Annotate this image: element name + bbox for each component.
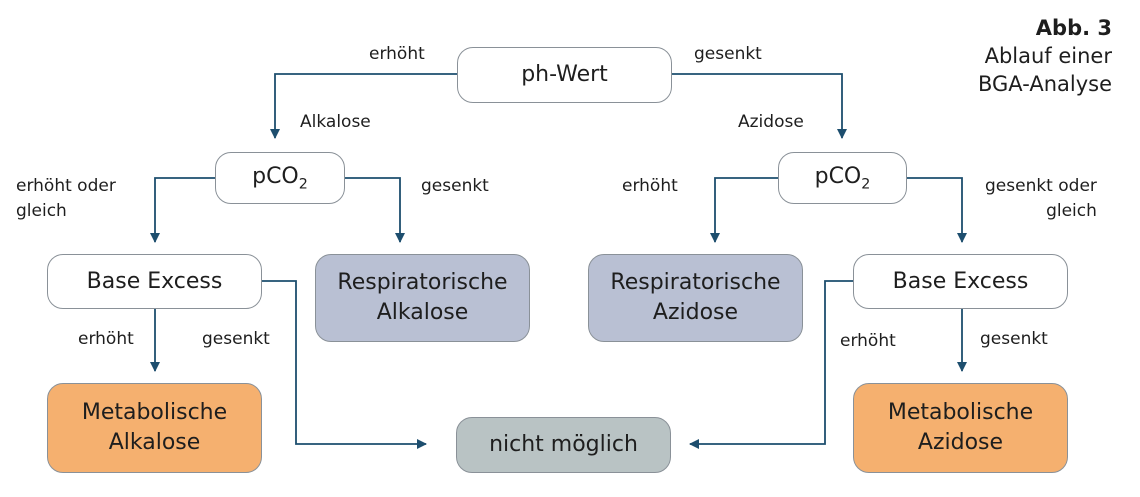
figure-caption: Abb. 3 Ablauf einer BGA-Analyse bbox=[978, 14, 1112, 98]
node-base-excess-left-label: Base Excess bbox=[86, 268, 223, 294]
label-pco2r-gesenkt-oder-gleich: gesenkt oder gleich bbox=[985, 174, 1097, 223]
arrow-ber-to-none bbox=[689, 280, 853, 449]
node-pco2-right-label: pCO2 bbox=[815, 162, 871, 195]
arrow-pco2l-to-resp-alk bbox=[345, 177, 405, 243]
figure-title-line1: Ablauf einer bbox=[984, 44, 1112, 69]
meta-alk-text: Metabolische Alkalose bbox=[82, 398, 227, 457]
label-pco2l-left-line1: erhöht oder bbox=[16, 176, 116, 196]
label-pco2r-erhoeht: erhöht bbox=[622, 176, 678, 196]
meta-azi-line2: Azidose bbox=[917, 430, 1004, 455]
node-pco2-right: pCO2 bbox=[778, 152, 907, 204]
label-ph-gesenkt: gesenkt bbox=[694, 44, 762, 64]
resp-alk-line2: Alkalose bbox=[376, 300, 469, 325]
arrow-bel-to-none bbox=[262, 280, 427, 449]
node-metabolische-alkalose: Metabolische Alkalose bbox=[47, 383, 262, 473]
node-metabolische-azidose: Metabolische Azidose bbox=[853, 383, 1068, 473]
label-pco2l-erhoeht-oder-gleich: erhöht oder gleich bbox=[16, 174, 116, 223]
resp-azi-line1: Respiratorische bbox=[610, 270, 781, 296]
pco2-left-sub: 2 bbox=[298, 176, 308, 193]
node-nicht-moeglich: nicht möglich bbox=[456, 417, 671, 473]
arrow-pco2r-to-be-right bbox=[907, 177, 967, 243]
label-pco2l-gesenkt: gesenkt bbox=[421, 176, 489, 196]
arrow-ph-to-pco2-left bbox=[270, 73, 457, 139]
arrow-ph-to-pco2-right bbox=[672, 73, 847, 139]
label-ph-erhoeht: erhöht bbox=[369, 44, 425, 64]
resp-azi-line2: Azidose bbox=[652, 300, 739, 325]
node-base-excess-left: Base Excess bbox=[47, 254, 262, 309]
node-ph-wert-label: ph-Wert bbox=[521, 62, 608, 88]
label-ber-gesenkt: gesenkt bbox=[980, 329, 1048, 349]
label-ber-erhoeht: erhöht bbox=[840, 331, 896, 351]
node-respiratorische-azidose: Respiratorische Azidose bbox=[588, 254, 803, 342]
meta-azi-text: Metabolische Azidose bbox=[888, 398, 1033, 457]
pco2-right-sub: 2 bbox=[861, 176, 871, 193]
meta-alk-line2: Alkalose bbox=[108, 430, 201, 455]
label-alkalose: Alkalose bbox=[300, 112, 371, 132]
node-ph-wert: ph-Wert bbox=[457, 47, 672, 103]
figure-number: Abb. 3 bbox=[1035, 16, 1112, 40]
node-pco2-left-label: pCO2 bbox=[252, 162, 308, 195]
node-respiratorische-alkalose: Respiratorische Alkalose bbox=[315, 254, 530, 342]
meta-alk-line1: Metabolische bbox=[81, 400, 228, 426]
pco2-left-base: pCO bbox=[252, 163, 299, 189]
node-pco2-left: pCO2 bbox=[215, 152, 345, 204]
arrow-pco2r-to-resp-azi bbox=[710, 177, 778, 243]
label-bel-gesenkt: gesenkt bbox=[202, 329, 270, 349]
resp-alk-text: Respiratorische Alkalose bbox=[337, 268, 507, 327]
pco2-right-base: pCO bbox=[814, 163, 862, 189]
label-pco2r-right-line2: gleich bbox=[1046, 200, 1097, 221]
node-base-excess-right: Base Excess bbox=[853, 254, 1068, 309]
meta-azi-line1: Metabolische bbox=[887, 400, 1034, 426]
label-azidose: Azidose bbox=[738, 112, 804, 132]
arrow-pco2l-to-be-left bbox=[150, 177, 215, 243]
figure-title-line2: BGA-Analyse bbox=[978, 72, 1112, 97]
node-base-excess-right-label: Base Excess bbox=[892, 268, 1029, 294]
label-pco2l-left-line2: gleich bbox=[16, 200, 67, 221]
resp-azi-text: Respiratorische Azidose bbox=[610, 268, 780, 327]
resp-alk-line1: Respiratorische bbox=[337, 270, 508, 296]
label-pco2r-right-line1: gesenkt oder bbox=[985, 176, 1097, 196]
node-nicht-moeglich-label: nicht möglich bbox=[489, 432, 638, 458]
label-bel-erhoeht: erhöht bbox=[78, 329, 134, 349]
